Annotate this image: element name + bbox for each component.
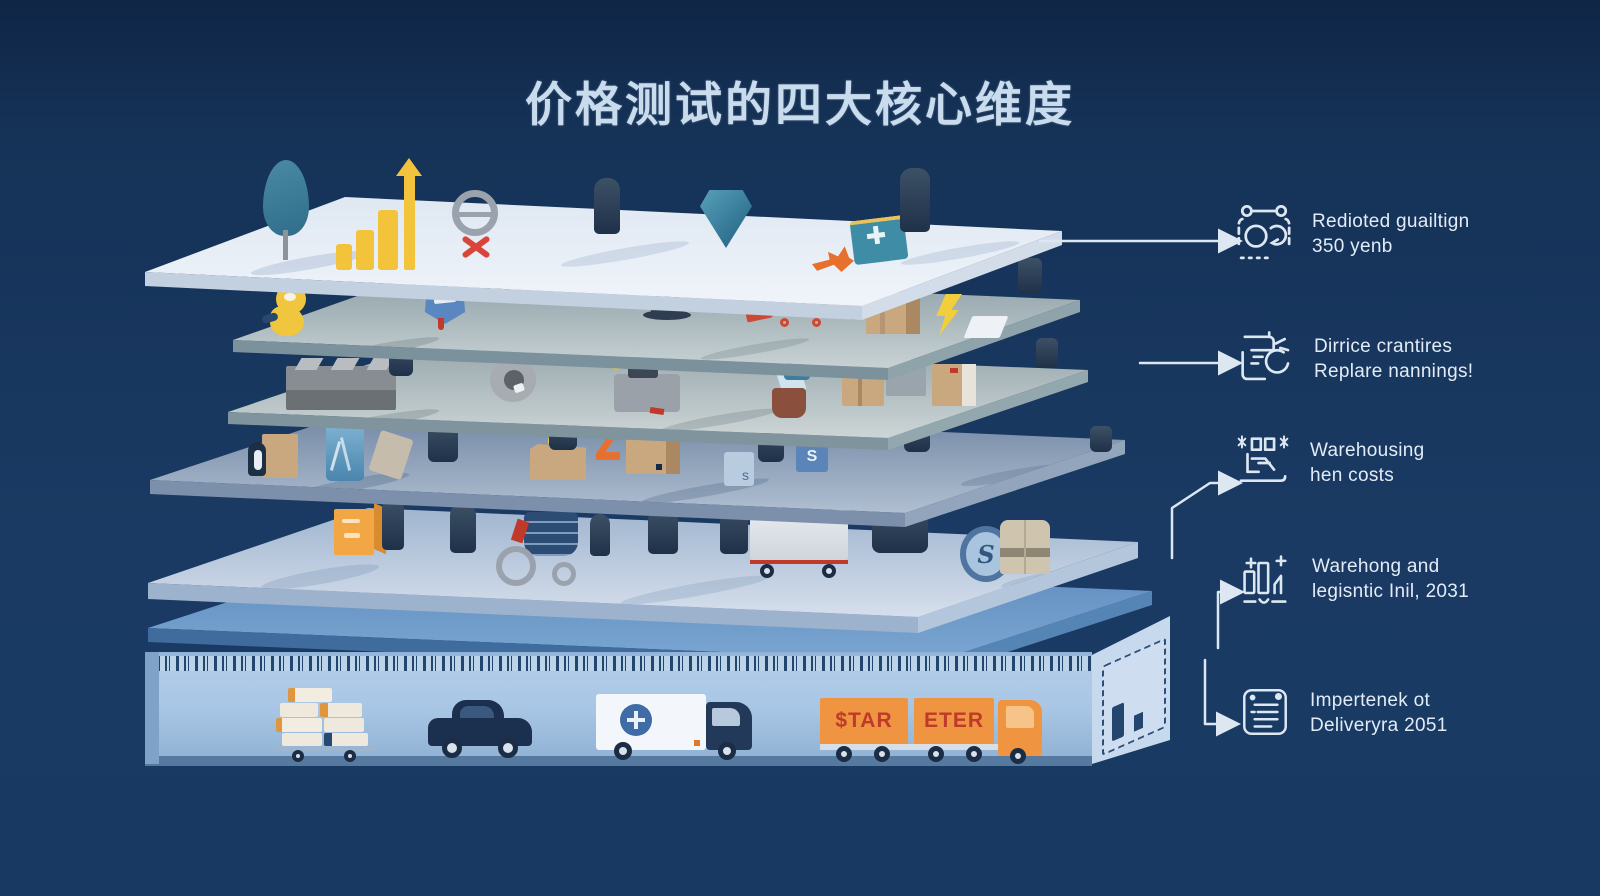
wheel-coin-icon: [490, 358, 536, 402]
scanner-gauge-icon: [1237, 205, 1291, 260]
s-cube-letter: S: [806, 448, 818, 465]
magnifier-x-icon: [448, 190, 504, 272]
document-icon: [1243, 689, 1287, 736]
delivery-van-icon: [596, 694, 754, 760]
callout-5-text: Impertenek ot Deliveryra 2051: [1310, 682, 1448, 738]
small-cube-letter: s: [742, 467, 749, 483]
pallet-stack-icon: [276, 688, 376, 762]
page-title: 价格测试的四大核心维度: [525, 78, 1075, 133]
truck-trailer-right: ETER: [914, 698, 994, 744]
cargo-bike-icon: [496, 512, 582, 588]
van-logo-circle: [620, 704, 652, 736]
callout-4: Warehong and legisntic Inil, 2031: [1236, 548, 1566, 608]
bike-wheel-big: [496, 546, 536, 586]
van-logo-plus-icon-bar: [627, 718, 645, 722]
truck-cab-window: [1006, 706, 1034, 728]
callout-4-text: Warehong and legisntic Inil, 2031: [1312, 548, 1469, 604]
callout-5-line1: Impertenek ot: [1310, 690, 1431, 711]
callout-4-line2: legisntic Inil, 2031: [1312, 581, 1470, 603]
shopping-cart-icon: [745, 284, 842, 332]
ice-block-icon: [326, 423, 364, 481]
callout-4-line1: Warehong and: [1312, 556, 1440, 577]
small-cube-icon: s: [724, 452, 754, 486]
factory-blocks-icon: [286, 358, 396, 410]
callout-2: Dirrice crantires Replare nannings!: [1236, 328, 1566, 390]
callout-1-line1: Redioted guailtign: [1312, 211, 1470, 232]
car-window: [460, 706, 494, 720]
growth-bar-chart-icon: [336, 158, 422, 272]
callout-3-text: Warehousing hen costs: [1310, 432, 1425, 488]
callout-3: Warehousing hen costs: [1232, 432, 1562, 494]
bike-wheel-small: [552, 562, 576, 586]
orange-box-icon: [334, 503, 386, 555]
carton-b-icon: [932, 364, 976, 406]
callout-2-line1: Dirrice crantires: [1314, 336, 1453, 357]
callout-1-text: Redioted guailtign 350 yenb: [1312, 203, 1470, 259]
coin-face: S: [966, 532, 1006, 576]
cargo-truck-icon: $TAR ETER: [820, 696, 1044, 764]
callout-2-text: Dirrice crantires Replare nannings!: [1314, 328, 1473, 384]
warehouse-left-edge: [145, 652, 159, 764]
callout-3-line1: Warehousing: [1310, 440, 1425, 461]
van-orange-dot: [694, 740, 700, 746]
arrow-5: [1203, 658, 1241, 737]
coin-symbol: S: [977, 539, 995, 569]
arrow-4: [1216, 579, 1245, 650]
van-window: [712, 708, 740, 726]
wrapped-package-icon: [1000, 520, 1050, 574]
truck-trailer-left: $TAR: [820, 698, 908, 744]
bike-basket: [524, 512, 578, 556]
truck-text-left: $TAR: [835, 709, 893, 732]
truck-text-right: ETER: [923, 709, 984, 732]
callout-3-line2: hen costs: [1310, 465, 1395, 487]
arrow-3: [1170, 470, 1243, 560]
truck-rail: [820, 744, 1000, 750]
callout-1-line2: 350 yenb: [1312, 236, 1393, 258]
warehouse-tally-band: [146, 656, 1092, 671]
tree-icon: [262, 160, 310, 262]
warehouse-floor-edge: [145, 756, 1092, 766]
callout-5-line2: Deliveryra 2051: [1310, 715, 1448, 737]
car-icon: [428, 700, 532, 758]
penguin-box-icon: [248, 430, 298, 482]
callout-1: Redioted guailtign 350 yenb: [1232, 203, 1562, 267]
callout-2-line2: Replare nannings!: [1314, 361, 1474, 383]
callout-5: Impertenek ot Deliveryra 2051: [1236, 682, 1566, 740]
bar-chart-plus-icon: [1243, 555, 1287, 604]
press-machine-icon: [1241, 331, 1290, 381]
forklift-icon: [1237, 435, 1289, 483]
